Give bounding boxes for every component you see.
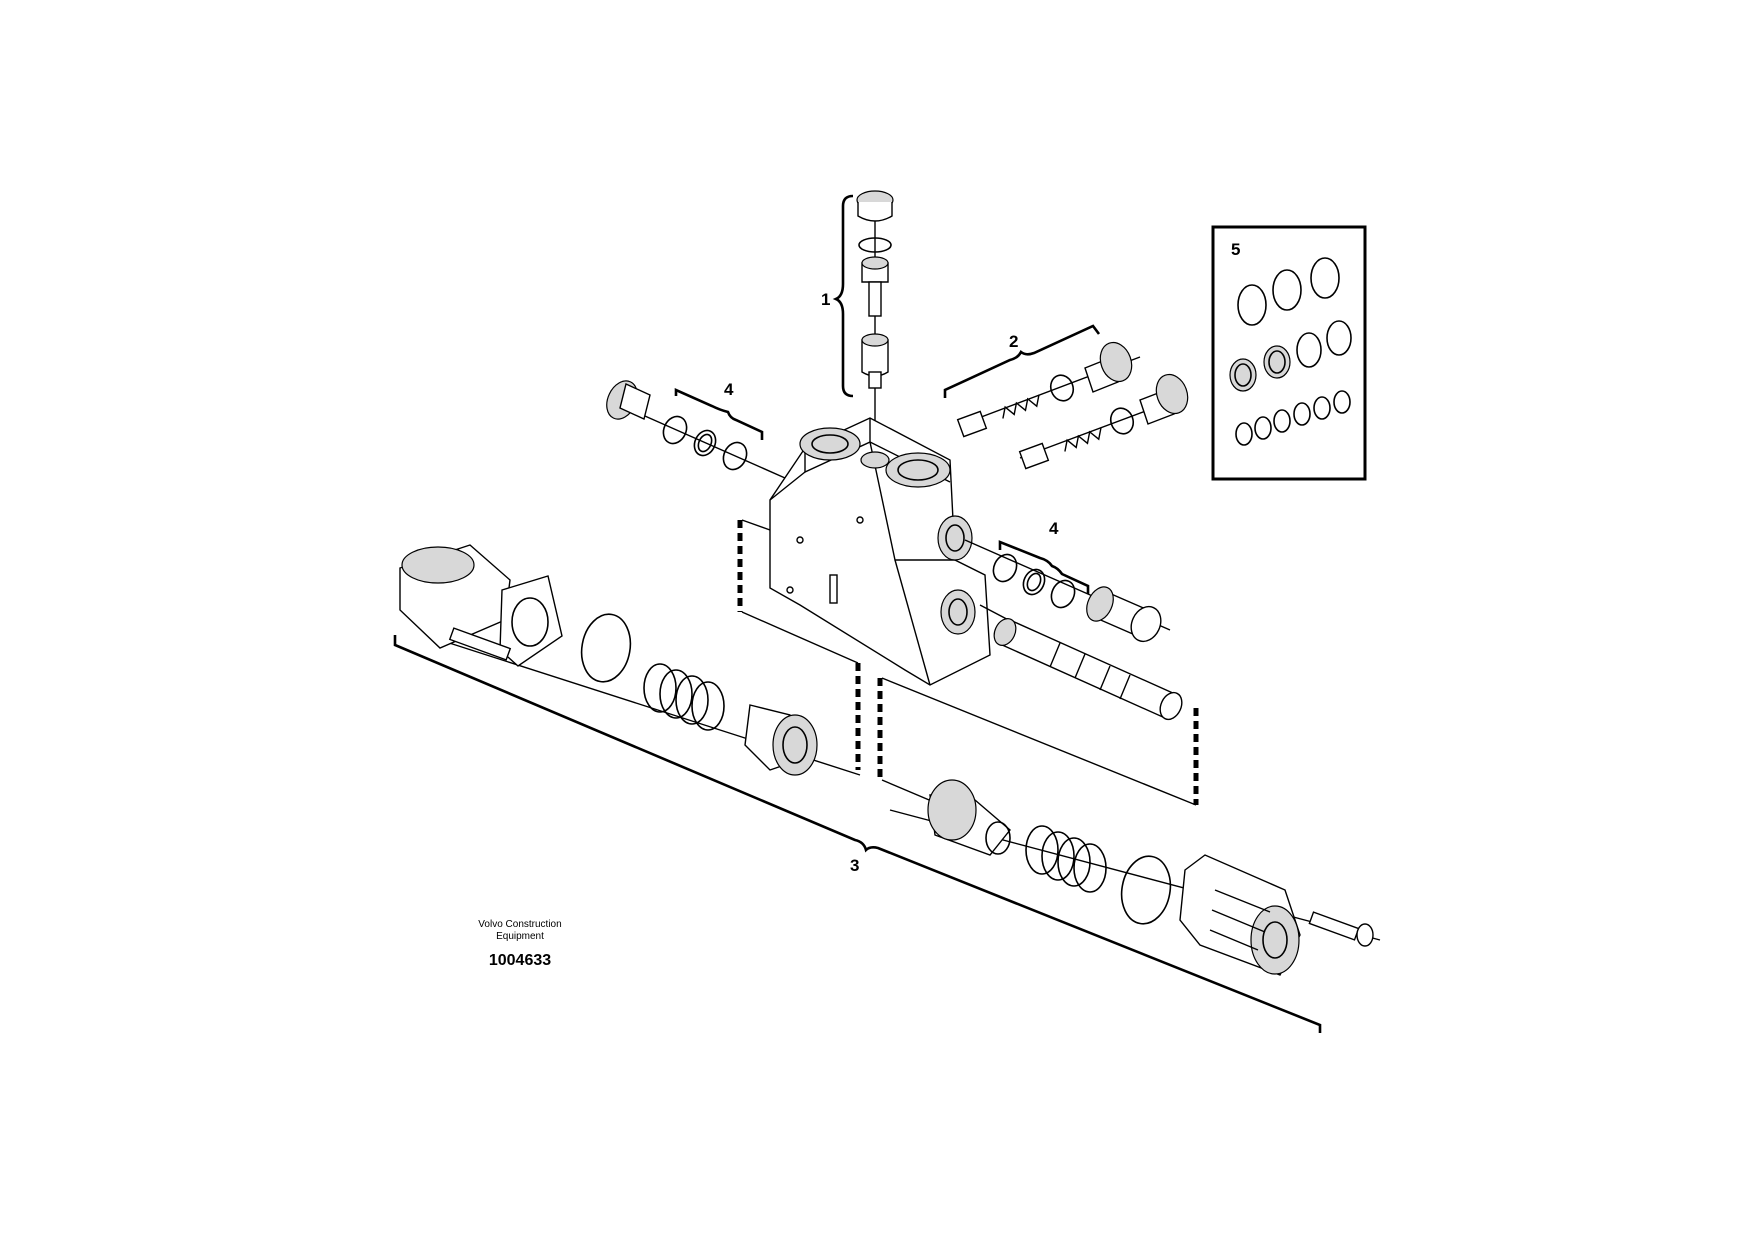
part-group-4-upper[interactable] [601,376,786,479]
callout-4-upper[interactable]: 4 [724,380,734,399]
spring-left [643,663,725,731]
callout-3[interactable]: 3 [850,856,860,875]
callout-5[interactable]: 5 [1231,240,1241,259]
credit-line-1: Volvo Construction [478,919,562,930]
manufacturer-credit: Volvo Construction Equipment [420,919,620,943]
callout-4-right[interactable]: 4 [1049,519,1059,538]
part-group-3[interactable] [393,544,1381,1033]
part-group-2[interactable] [943,324,1193,470]
spring-right [1025,825,1107,893]
spool[interactable] [979,604,1186,723]
part-group-1[interactable] [832,190,894,445]
callout-1[interactable]: 1 [821,290,831,309]
callout-2[interactable]: 2 [1009,332,1019,351]
drawing-number: 1004633 [488,952,552,969]
valve-body[interactable] [769,417,991,686]
seal-kit-box[interactable] [1211,225,1367,481]
credit-line-2: Equipment [496,931,544,942]
part-group-4-right[interactable] [964,539,1171,646]
